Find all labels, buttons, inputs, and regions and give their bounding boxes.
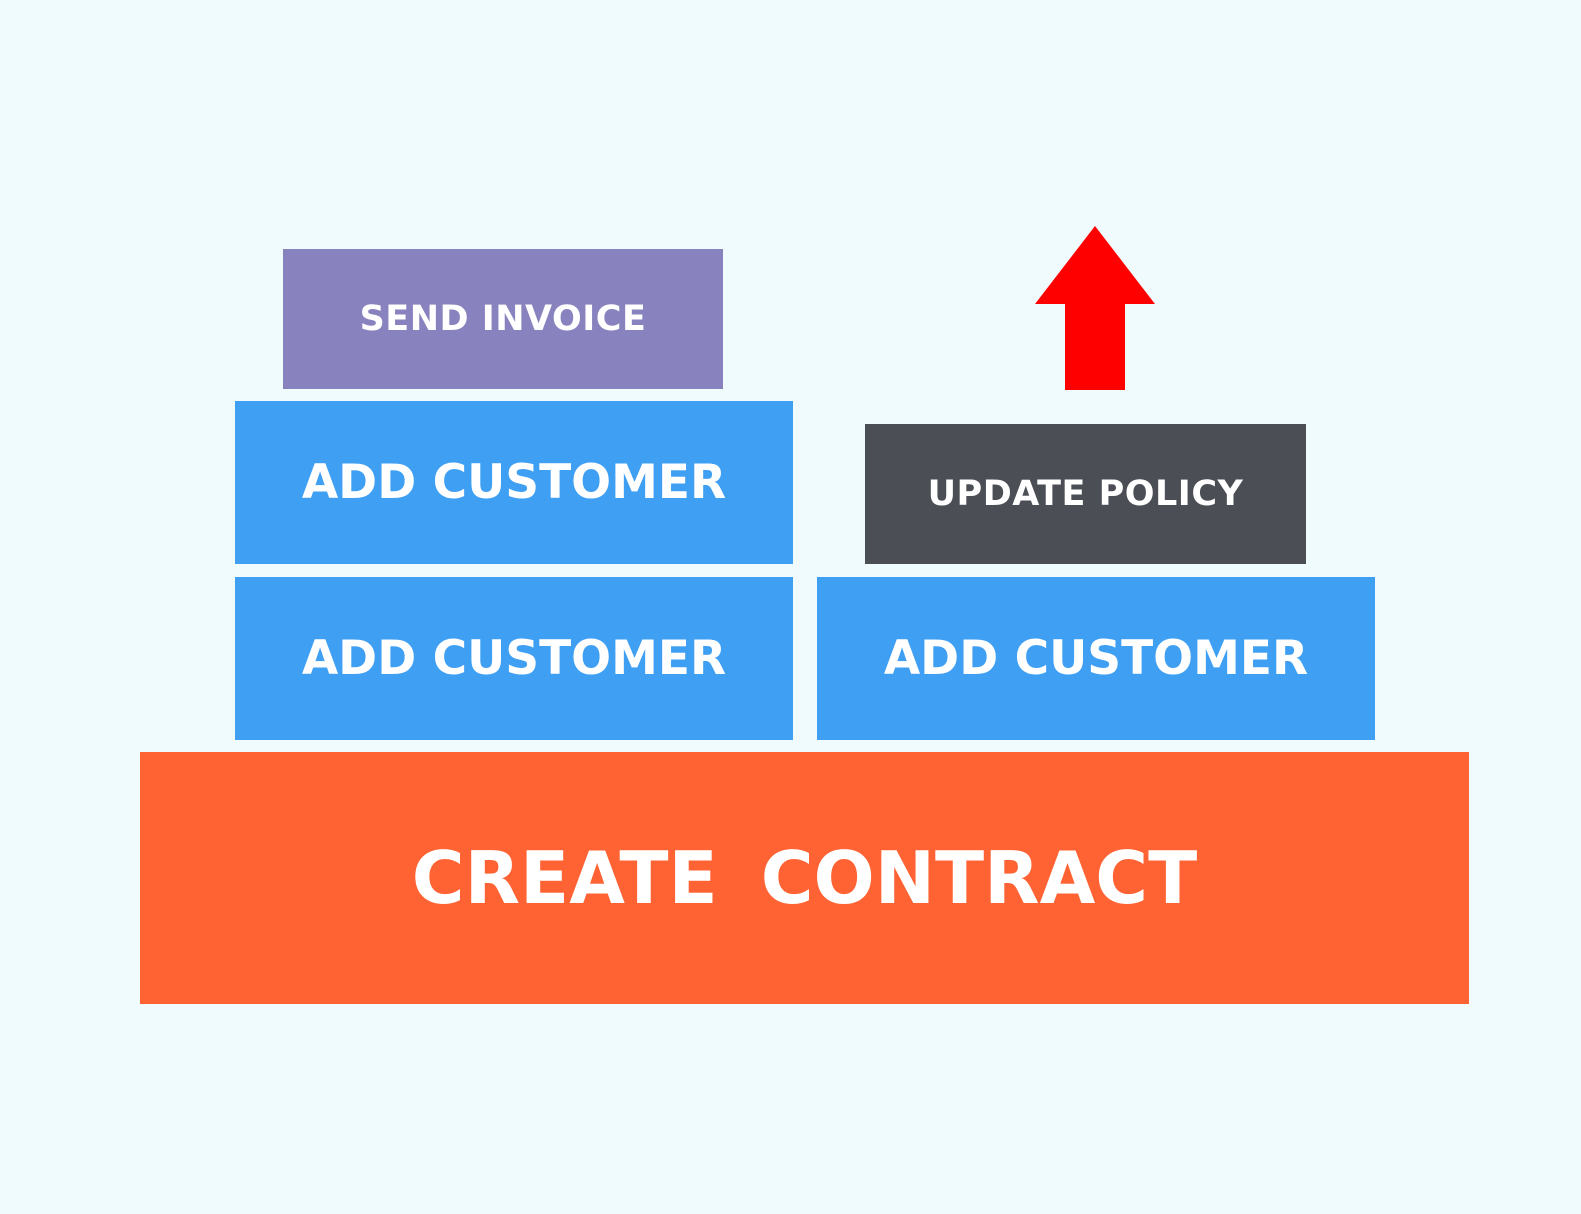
add-customer-block-left-top: ADD CUSTOMER <box>235 401 793 564</box>
up-arrow-shape <box>1035 226 1155 390</box>
send-invoice-block: SEND INVOICE <box>283 249 723 389</box>
up-arrow-icon <box>1035 226 1155 390</box>
create-contract-block: CREATE CONTRACT <box>140 752 1469 1004</box>
update-policy-block: UPDATE POLICY <box>865 424 1306 564</box>
add-customer-block-left-bottom: ADD CUSTOMER <box>235 577 793 740</box>
add-customer-block-right: ADD CUSTOMER <box>817 577 1375 740</box>
